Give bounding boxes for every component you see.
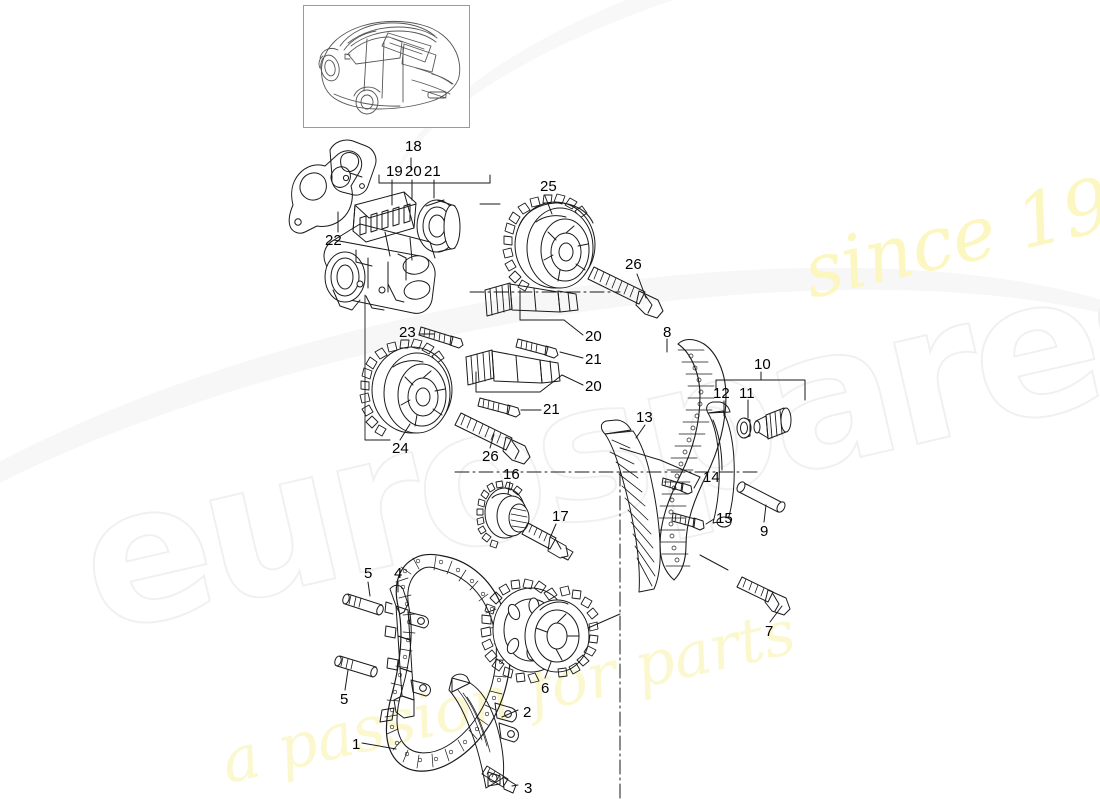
callout-6[interactable]: 6	[541, 680, 550, 697]
callout-21-c[interactable]: 21	[543, 401, 560, 418]
callout-18[interactable]: 18	[405, 138, 422, 155]
part-12-tensioner-rail-upper	[706, 401, 735, 528]
part-25-camshaft-adjuster-upper	[502, 193, 596, 292]
callout-22[interactable]: 22	[325, 232, 342, 249]
part-26-bolt-lower	[454, 412, 531, 465]
callout-7[interactable]: 7	[765, 623, 774, 640]
part-17-intermediate-shaft-bolt	[521, 522, 574, 561]
part-15-screw	[671, 512, 705, 531]
vehicle-line-drawing	[318, 20, 461, 115]
callout-26-a[interactable]: 26	[625, 256, 642, 273]
part-14-screw	[661, 477, 693, 495]
part-4-tensioner-rail	[379, 584, 431, 723]
callout-8[interactable]: 8	[663, 324, 672, 341]
part-20-control-valve-lower	[465, 349, 561, 386]
part-2021-valve-cap	[416, 199, 461, 253]
callout-25[interactable]: 25	[540, 178, 557, 195]
callout-11[interactable]: 11	[739, 385, 755, 402]
callout-20-a[interactable]: 20	[405, 163, 422, 180]
assembly-bracket	[364, 203, 501, 441]
part-22-cover-gasket	[288, 139, 377, 234]
part-10-tensioner-plunger	[753, 407, 792, 440]
part-13-chain-guide-upper	[600, 419, 661, 593]
callout-20-c[interactable]: 20	[585, 378, 602, 395]
callout-2[interactable]: 2	[523, 704, 532, 721]
part-20-control-valve-upper	[484, 282, 579, 317]
vehicle-thumbnail	[303, 5, 470, 128]
callout-21-a[interactable]: 21	[424, 163, 441, 180]
centerline	[454, 291, 761, 800]
callout-12[interactable]: 12	[713, 385, 730, 402]
part-5-tensioner-pin-lower	[334, 655, 378, 678]
part-2-chain-guide-rail	[448, 673, 519, 789]
callout-9[interactable]: 9	[760, 523, 769, 540]
callout-5-lower[interactable]: 5	[340, 691, 349, 708]
leader-lines	[337, 157, 806, 787]
callout-24[interactable]: 24	[392, 440, 409, 457]
part-1-timing-chain-lower	[384, 553, 512, 772]
callout-3[interactable]: 3	[524, 780, 533, 797]
callout-19[interactable]: 19	[386, 163, 403, 180]
callout-15[interactable]: 15	[716, 510, 733, 527]
part-5-tensioner-pin-upper	[342, 593, 384, 616]
callout-14[interactable]: 14	[703, 469, 720, 486]
part-3-guide-rail-bolt	[481, 765, 517, 794]
part-26-bolt-upper	[587, 266, 664, 319]
callout-1[interactable]: 1	[352, 736, 361, 753]
callout-17[interactable]: 17	[552, 508, 569, 525]
callout-13[interactable]: 13	[636, 409, 653, 426]
part-11-bushing	[736, 417, 752, 439]
part-21-screw-lower	[477, 397, 521, 418]
callout-20-b[interactable]: 20	[585, 328, 602, 345]
part-8-timing-chain-upper	[658, 338, 727, 581]
callout-10[interactable]: 10	[754, 356, 771, 373]
callout-4[interactable]: 4	[394, 565, 403, 582]
part-16-intermediate-sprocket	[476, 480, 530, 549]
callout-21-b[interactable]: 21	[585, 351, 602, 368]
part-24-camshaft-adjuster-lower	[359, 338, 453, 437]
callout-23[interactable]: 23	[399, 324, 416, 341]
callout-16[interactable]: 16	[503, 466, 520, 483]
part-7-sprocket-bolt	[736, 576, 791, 616]
part-9-tensioner-pin	[736, 481, 786, 513]
callout-5-upper[interactable]: 5	[364, 565, 373, 582]
callout-26-b[interactable]: 26	[482, 448, 499, 465]
camshaft-housing	[323, 223, 436, 314]
part-19-valve-body	[352, 191, 417, 243]
part-21-screw-upper	[515, 338, 559, 359]
part-6-crankshaft-sprocket	[480, 578, 599, 684]
